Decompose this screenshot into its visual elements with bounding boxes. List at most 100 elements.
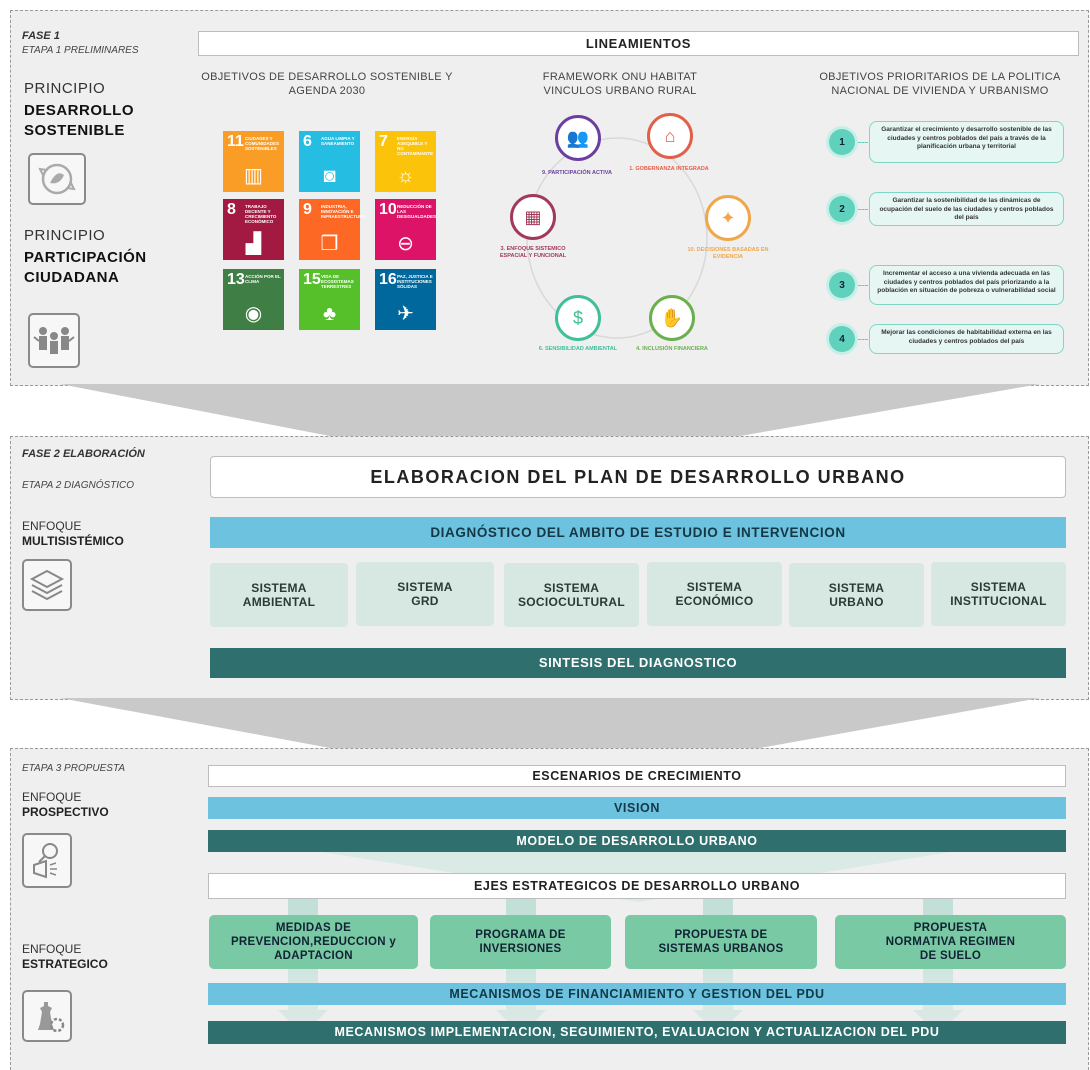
sdg-tile: 13Acción por el clima ◉: [223, 269, 284, 330]
sdg-number: 11: [227, 133, 244, 150]
enfoque-prospectivo-name: PROSPECTIVO: [22, 805, 109, 819]
objective-number: 3: [829, 272, 855, 298]
framework-node-label: 1. GOBERNANZA INTEGRADA: [629, 166, 709, 172]
framework-node-icon: ✋: [649, 295, 695, 341]
fase1-title: FASE 1: [22, 30, 60, 42]
principle2-name-line1: PARTICIPACIÓN: [24, 249, 147, 266]
framework-node-label: 4. INCLUSIÓN FINANCIERA: [636, 346, 708, 352]
sdg-text: Industria, innovación e infraestructura: [321, 204, 366, 219]
sdg-tile: 10Reducción de las desigualdades ⊖: [375, 199, 436, 260]
objective-text: Garantizar la sostenibilidad de las diná…: [869, 192, 1064, 226]
system-label-line1: SISTEMA: [970, 580, 1027, 594]
measure-label-line1: PROPUESTA DE: [674, 929, 768, 941]
sdg-number: 8: [227, 201, 236, 218]
fase2-subtitle: ETAPA 2 DIAGNÓSTICO: [22, 480, 135, 491]
sdg-number: 7: [379, 133, 388, 150]
sdg-tile: 9Industria, innovación e infraestructura…: [299, 199, 366, 260]
sdg-text: Paz, justicia e instituciones sólidas: [397, 274, 433, 289]
fase3-subtitle: ETAPA 3 PROPUESTA: [22, 763, 125, 774]
system-label-line1: SISTEMA: [251, 581, 307, 595]
framework-node-icon: ▦: [510, 194, 556, 240]
measure-label-line2: NORMATIVA REGIMEN: [885, 936, 1016, 948]
framework-node-icon: $: [555, 295, 601, 341]
system-label-line2: INSTITUCIONAL: [950, 594, 1047, 608]
framework-node-label: 9. PARTICIPACIÓN ACTIVA: [541, 170, 613, 176]
framework-node-label: 10. DECISIONES BASADAS EN EVIDENCIA: [687, 247, 769, 260]
objective-connector: [858, 142, 868, 143]
sdg-tile: 8Trabajo decente y crecimiento económico…: [223, 199, 284, 260]
sdg-number: 15: [303, 271, 321, 288]
system-label-line2: URBANO: [829, 595, 884, 609]
sdg-icon: ◉: [244, 303, 263, 325]
system-label-line2: GRD: [411, 594, 439, 608]
system-label-line1: SISTEMA: [686, 580, 743, 594]
enfoque-estrategico-label: ENFOQUE: [22, 942, 82, 956]
sdg-text: Reducción de las desigualdades: [397, 204, 437, 219]
sdg-tile: 16Paz, justicia e instituciones sólidas✈: [375, 269, 436, 330]
objective-number: 1: [829, 129, 855, 155]
sdg-text: Agua limpia y saneamiento: [321, 136, 355, 146]
sdg-tile: 15Vida de ecosistemas terrestres ♣: [299, 269, 360, 330]
sdg-icon: ⊖: [397, 233, 414, 255]
objective-connector: [858, 285, 868, 286]
principle2-label: PRINCIPIO: [24, 227, 106, 244]
enfoque-prospectivo-label: ENFOQUE: [22, 790, 82, 804]
objective-text: Garantizar el crecimiento y desarrollo s…: [869, 121, 1064, 163]
sdg-number: 10: [379, 201, 397, 218]
measure-label-line3: DE SUELO: [919, 950, 982, 962]
sdg-number: 16: [379, 271, 397, 288]
sdg-number: 13: [227, 271, 245, 288]
measure-label-line2: PREVENCION,REDUCCION y: [230, 936, 397, 948]
sdg-number: 6: [303, 133, 312, 150]
sdg-icon: ▟: [245, 233, 262, 255]
measure-label-line1: PROGRAMA DE: [475, 929, 566, 941]
principle1-label: PRINCIPIO: [24, 80, 106, 97]
system-label-line1: SISTEMA: [828, 581, 885, 595]
fase2-title: FASE 2 ELABORACIÓN: [22, 448, 145, 460]
diagnostico-bar: DIAGNÓSTICO DEL AMBITO DE ESTUDIO E INTE…: [210, 517, 1066, 548]
sdg-text: Energía asequible y no contaminante: [397, 136, 434, 156]
sdg-icon: ♣: [322, 303, 337, 325]
sdg-text: Acción por el clima: [245, 274, 281, 284]
modelo-bar: MODELO DE DESARROLLO URBANO: [208, 830, 1066, 852]
ejes-bar: EJES ESTRATEGICOS DE DESARROLLO URBANO: [208, 873, 1066, 899]
fase1-subtitle: ETAPA 1 PRELIMINARES: [22, 45, 139, 56]
system-label-line1: SISTEMA: [397, 580, 453, 594]
megaphone-search-icon: [22, 833, 72, 888]
plan-title-bar: ELABORACION DEL PLAN DE DESARROLLO URBAN…: [210, 456, 1066, 498]
connector-band-2: [60, 698, 1040, 748]
sdg-icon: ◙: [323, 165, 336, 187]
sdg-text: Vida de ecosistemas terrestres: [321, 274, 354, 289]
system-label-line2: ECONÓMICO: [675, 594, 754, 608]
system-label-line2: AMBIENTAL: [242, 595, 316, 609]
principle1-name-line2: SOSTENIBLE: [24, 122, 125, 139]
system-label-line2: SOCIOCULTURAL: [517, 595, 625, 609]
sdg-tile: 6 Agua limpia y saneamiento ◙: [299, 131, 360, 192]
vision-bar: VISION: [208, 797, 1066, 819]
people-icon: [28, 313, 80, 368]
sintesis-bar: SINTESIS DEL DIAGNOSTICO: [210, 648, 1066, 678]
principle2-name-line2: CIUDADANA: [24, 269, 120, 286]
